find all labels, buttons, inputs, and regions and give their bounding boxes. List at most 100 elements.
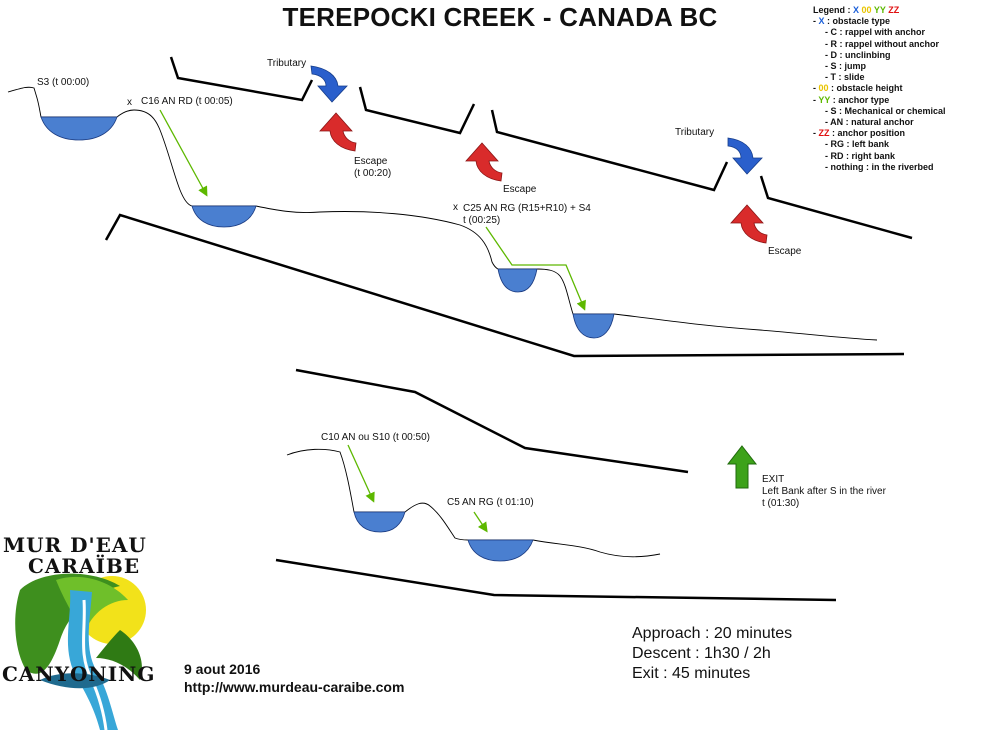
timing-info: Approach : 20 minutes Descent : 1h30 / 2… bbox=[632, 624, 792, 684]
logo-leaf-right bbox=[96, 630, 142, 680]
legend-dash: - bbox=[813, 94, 819, 105]
pools bbox=[40, 116, 615, 562]
legend-heading-text: Legend : bbox=[813, 5, 851, 15]
legend-row: - AN : natural anchor bbox=[813, 117, 946, 128]
wall-top-3 bbox=[490, 109, 729, 192]
legend-rows: - X : obstacle type- C : rappel with anc… bbox=[813, 16, 946, 173]
label-c25-line2: t (00:25) bbox=[463, 215, 501, 226]
label-escape-2: Escape bbox=[503, 184, 537, 195]
legend-row: - 00 : obstacle height bbox=[813, 83, 946, 94]
tributary-arrow-2 bbox=[727, 137, 763, 175]
pool-5 bbox=[353, 511, 406, 533]
pool-4 bbox=[572, 313, 615, 339]
label-c25: C25 AN RG (R15+R10) + S4 t (00:25) bbox=[463, 203, 591, 227]
exit-time: Exit : 45 minutes bbox=[632, 665, 751, 682]
legend-row-text: - R : rappel without anchor bbox=[825, 38, 939, 49]
website-url[interactable]: http://www.murdeau-caraibe.com bbox=[184, 679, 405, 695]
riverbed-profile-1 bbox=[7, 86, 878, 341]
legend-row-text: - AN : natural anchor bbox=[825, 117, 914, 128]
exit-arrow bbox=[726, 445, 758, 489]
tributary-arrows bbox=[310, 65, 763, 175]
diagram-title: TEREPOCKI CREEK - CANADA BC bbox=[282, 2, 718, 32]
logo-waterfall bbox=[67, 590, 118, 730]
wall-top-5 bbox=[295, 368, 689, 474]
label-exit-line3: t (01:30) bbox=[762, 498, 800, 509]
legend-dash: - bbox=[813, 16, 819, 27]
riverbed bbox=[7, 86, 878, 558]
logo-artwork bbox=[15, 573, 146, 731]
label-c5: C5 AN RG (t 01:10) bbox=[447, 497, 534, 508]
label-exit-line2: Left Bank after S in the river bbox=[762, 486, 886, 497]
legend-code-yy: YY bbox=[873, 5, 886, 15]
legend-row-text: - C : rappel with anchor bbox=[825, 27, 926, 38]
escape-arrows bbox=[319, 112, 768, 244]
legend-row: - X : obstacle type bbox=[813, 16, 946, 27]
legend-marker: YY bbox=[818, 94, 831, 105]
legend-dash: - bbox=[813, 83, 819, 94]
logo-leaf-left bbox=[15, 573, 121, 674]
legend-marker: X bbox=[818, 16, 825, 27]
tributary-arrow-1 bbox=[310, 65, 348, 103]
legend-row-text: : anchor type bbox=[832, 94, 890, 105]
legend-heading: Legend : X 00 YY ZZ bbox=[813, 5, 946, 16]
legend-row-text: - S : Mechanical or chemical bbox=[825, 105, 946, 116]
label-start: S3 (t 00:00) bbox=[37, 77, 90, 88]
label-tributary-2: Tributary bbox=[675, 127, 715, 138]
wall-top-1 bbox=[169, 56, 314, 102]
legend-row: - YY : anchor type bbox=[813, 95, 946, 106]
legend-row: - ZZ : anchor position bbox=[813, 128, 946, 139]
label-exit-line1: EXIT bbox=[762, 474, 785, 485]
label-c25-line1: C25 AN RG (R15+R10) + S4 bbox=[463, 203, 591, 214]
wall-bottom-1 bbox=[104, 213, 905, 358]
label-escape-1-line1: Escape bbox=[354, 156, 388, 167]
label-escape-1-line2: (t 00:20) bbox=[354, 168, 392, 179]
label-x-mark-2: x bbox=[453, 202, 458, 213]
footer-info: 9 aout 2016 http://www.murdeau-caraibe.c… bbox=[184, 660, 404, 696]
label-escape-3: Escape bbox=[768, 246, 802, 257]
pool-2 bbox=[191, 205, 257, 228]
wall-top-4 bbox=[759, 175, 913, 240]
legend-row: - T : slide bbox=[813, 72, 946, 83]
pointer-c25 bbox=[485, 226, 586, 311]
pointer-c10 bbox=[347, 444, 375, 503]
legend-row: - nothing : in the riverbed bbox=[813, 162, 946, 173]
legend-row: - RG : left bank bbox=[813, 139, 946, 150]
legend-dash: - bbox=[813, 128, 819, 139]
legend-code-x: X bbox=[853, 5, 860, 15]
logo-line2: CARAÏBE bbox=[28, 554, 141, 578]
legend-row: - D : unclinbing bbox=[813, 50, 946, 61]
escape-arrow-3 bbox=[730, 204, 768, 244]
legend-row: - S : jump bbox=[813, 61, 946, 72]
label-exit: EXIT Left Bank after S in the river t (0… bbox=[762, 474, 886, 510]
descent-time: Descent : 1h30 / 2h bbox=[632, 645, 771, 662]
legend-row-text: : obstacle type bbox=[827, 16, 891, 27]
legend-row-text: - RD : right bank bbox=[825, 150, 895, 161]
wall-bottom-2 bbox=[275, 558, 837, 602]
pointer-c16 bbox=[159, 109, 208, 197]
pointer-arrows bbox=[159, 109, 586, 533]
legend-row-text: - RG : left bank bbox=[825, 139, 890, 150]
legend: Legend : X 00 YY ZZ - X : obstacle type-… bbox=[813, 5, 946, 173]
legend-row-text: - D : unclinbing bbox=[825, 49, 891, 60]
logo-pool bbox=[40, 673, 110, 689]
legend-row: - RD : right bank bbox=[813, 151, 946, 162]
label-c10: C10 AN ou S10 (t 00:50) bbox=[321, 432, 430, 443]
pool-1 bbox=[40, 116, 118, 141]
label-c16: C16 AN RD (t 00:05) bbox=[141, 96, 233, 107]
pool-3 bbox=[497, 268, 538, 293]
logo: MUR D'EAU CARAÏBE CANYONING bbox=[0, 530, 165, 735]
label-escape-1: Escape (t 00:20) bbox=[354, 156, 391, 180]
wall-top-2 bbox=[358, 86, 476, 135]
legend-row-text: - T : slide bbox=[825, 72, 865, 83]
legend-row-text: : anchor position bbox=[832, 128, 906, 139]
escape-arrow-2 bbox=[465, 142, 503, 182]
approach-time: Approach : 20 minutes bbox=[632, 625, 793, 642]
legend-row: - S : Mechanical or chemical bbox=[813, 106, 946, 117]
riverbed-profile-2 bbox=[286, 448, 661, 558]
pointer-c5 bbox=[473, 511, 488, 533]
legend-code-00: 00 bbox=[861, 5, 872, 15]
label-x-mark-1: x bbox=[127, 97, 132, 108]
canyon-walls bbox=[104, 56, 913, 602]
legend-code-zz: ZZ bbox=[888, 5, 900, 15]
logo-line1: MUR D'EAU bbox=[3, 533, 147, 557]
